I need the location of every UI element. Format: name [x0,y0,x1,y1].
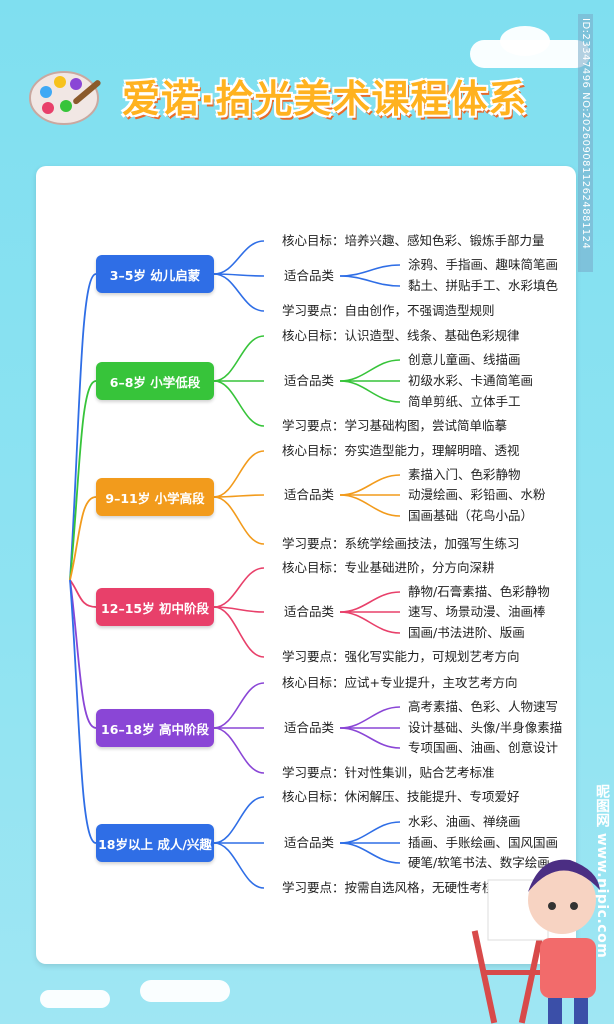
category-item-text: 初级水彩、卡通简笔画 [408,373,534,388]
category-item-text: 专项国画、油画、创意设计 [408,740,559,755]
connector-line [339,611,401,634]
cloud-decoration [40,990,110,1008]
study-point-text: 学习要点：按需自选风格，无硬性考核 [282,880,495,895]
category-item-text: 创意儿童画、线描画 [408,352,521,367]
category-item-text: 黏土、拼贴手工、水彩填色 [408,278,559,293]
connector-line [213,682,265,729]
stage-node: 9–11岁 小学高段 [96,478,214,516]
stage-node: 16–18岁 高中阶段 [96,709,214,747]
connector-line [69,496,97,581]
category-item-text: 设计基础、头像/半身像素描 [408,720,563,735]
connector-line [339,494,401,517]
suitable-category-label: 适合品类 [284,487,335,502]
category-item-text: 水彩、油画、禅绕画 [408,814,521,829]
core-goal-text: 核心目标：专业基础进阶，分方向深耕 [282,560,495,575]
study-point-text: 学习要点：自由创作，不强调造型规则 [282,303,495,318]
suitable-category-label: 适合品类 [284,835,335,850]
category-item-text: 涂鸦、手指画、趣味简笔画 [408,257,559,272]
category-item-text: 国画/书法进阶、版画 [408,625,525,640]
stage-node: 18岁以上 成人/兴趣 [96,824,214,862]
stage-node: 6–8岁 小学低段 [96,362,214,400]
study-point-text: 学习要点：系统学绘画技法，加强写生练习 [282,536,520,551]
connector-line [69,273,97,581]
connector-line [69,579,97,729]
page-title: 爱诺·拾光美术课程体系 [122,77,528,121]
connector-line [213,496,265,545]
suitable-category-label: 适合品类 [284,604,335,619]
connector-line [213,567,265,608]
core-goal-text: 核心目标：认识造型、线条、基础色彩规律 [282,328,520,343]
paint-palette-icon [29,71,101,125]
category-item-text: 硬笔/软笔书法、数字绘画 [408,855,550,870]
connector-line [213,273,265,312]
stage-node: 3–5岁 幼儿启蒙 [96,255,214,293]
suitable-category-label: 适合品类 [284,720,335,735]
connector-line [69,380,97,581]
suitable-category-label: 适合品类 [284,373,335,388]
category-item-text: 素描入门、色彩静物 [408,467,521,482]
category-item-text: 插画、手账绘画、国风国画 [408,835,559,850]
connector-line [213,842,265,889]
study-point-text: 学习要点：针对性集训，贴合艺考标准 [282,765,495,780]
connector-line [339,264,401,277]
connector-line [213,796,265,844]
core-goal-text: 核心目标：培养兴趣、感知色彩、锻炼手部力量 [282,233,545,248]
site-watermark: 昵图网 www.nipic.com [594,784,610,959]
connector-line [213,450,265,498]
connector-line [213,606,265,658]
category-item-text: 速写、场景动漫、油画棒 [408,604,546,619]
connector-line [339,727,401,749]
image-id-watermark: ID:23347496 NO:20260908112624881124 [578,14,593,272]
connector-line [339,706,401,729]
cloud-decoration [140,980,230,1002]
category-item-text: 动漫绘画、彩铅画、水粉 [408,487,546,502]
child-painter-illustration [471,859,600,1024]
cloud-decoration [500,26,550,56]
category-item-text: 静物/石膏素描、色彩静物 [408,584,550,599]
core-goal-text: 核心目标：应试+专业提升，主攻艺考方向 [282,675,518,690]
study-point-text: 学习要点：强化写实能力，可规划艺考方向 [282,649,520,664]
connector-line [339,842,401,864]
suitable-category-label: 适合品类 [284,268,335,283]
connector-line [339,275,401,287]
category-item-text: 高考素描、色彩、人物速写 [408,699,559,714]
core-goal-text: 核心目标：夯实造型能力，理解明暗、透视 [282,443,520,458]
connector-line [69,579,97,608]
connector-line [339,474,401,496]
connector-line [213,494,265,498]
connector-line [69,579,97,844]
connector-line [213,727,265,774]
stage-node: 12–15岁 初中阶段 [96,588,214,626]
connector-line [339,591,401,613]
connector-line [339,359,401,382]
connector-line [339,380,401,403]
connector-line [339,821,401,844]
category-item-text: 简单剪纸、立体手工 [408,394,521,409]
connector-line [213,335,265,382]
connector-line [213,240,265,275]
study-point-text: 学习要点：学习基础构图，尝试简单临摹 [282,418,508,433]
connector-line [213,380,265,427]
category-item-text: 国画基础（花鸟小品） [408,508,534,523]
core-goal-text: 核心目标：休闲解压、技能提升、专项爱好 [282,789,520,804]
